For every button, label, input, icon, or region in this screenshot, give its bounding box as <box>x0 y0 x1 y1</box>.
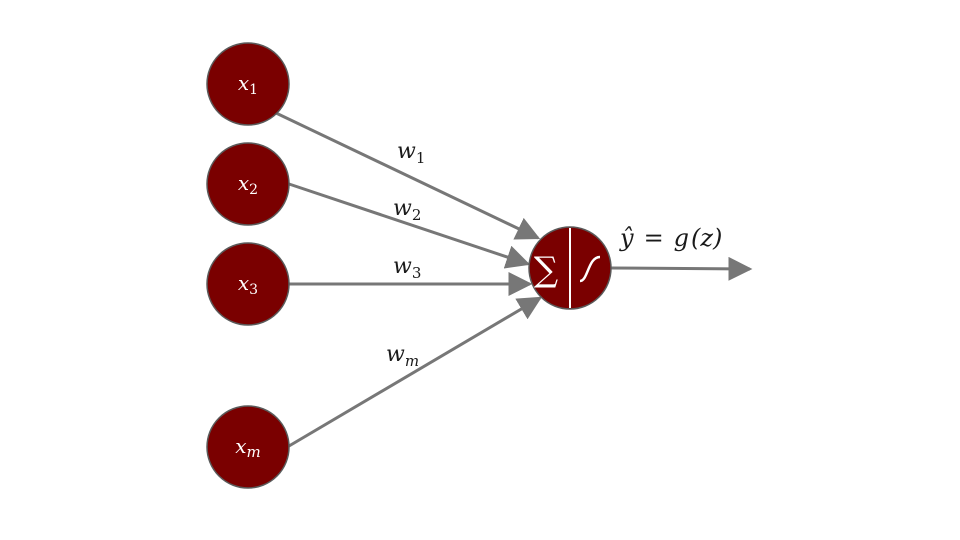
svg-text:x3: x3 <box>238 271 258 298</box>
weight-label-w2: w2 <box>393 196 421 224</box>
weight-label-w3: w3 <box>393 254 421 282</box>
output-equation: ŷ=g(z) <box>619 224 722 252</box>
input-node-x2: x2 <box>206 142 290 226</box>
summation-icon: ∑ <box>534 250 558 290</box>
edge-xm <box>288 296 543 448</box>
edge-x2 <box>288 182 531 269</box>
svg-text:x2: x2 <box>238 171 258 198</box>
svg-text:x1: x1 <box>238 71 258 98</box>
weight-label-w1: w1 <box>397 139 425 167</box>
input-node-xm: xm <box>206 405 290 489</box>
neuron-node: ∑ <box>528 226 612 310</box>
weight-label-wm: wm <box>386 342 419 370</box>
input-node-x3: x3 <box>206 242 290 326</box>
sigmoid-icon <box>579 255 601 283</box>
input-node-x1: x1 <box>206 42 290 126</box>
edge-output <box>610 256 753 281</box>
svg-text:xm: xm <box>235 434 261 461</box>
edge-x1 <box>275 111 541 240</box>
